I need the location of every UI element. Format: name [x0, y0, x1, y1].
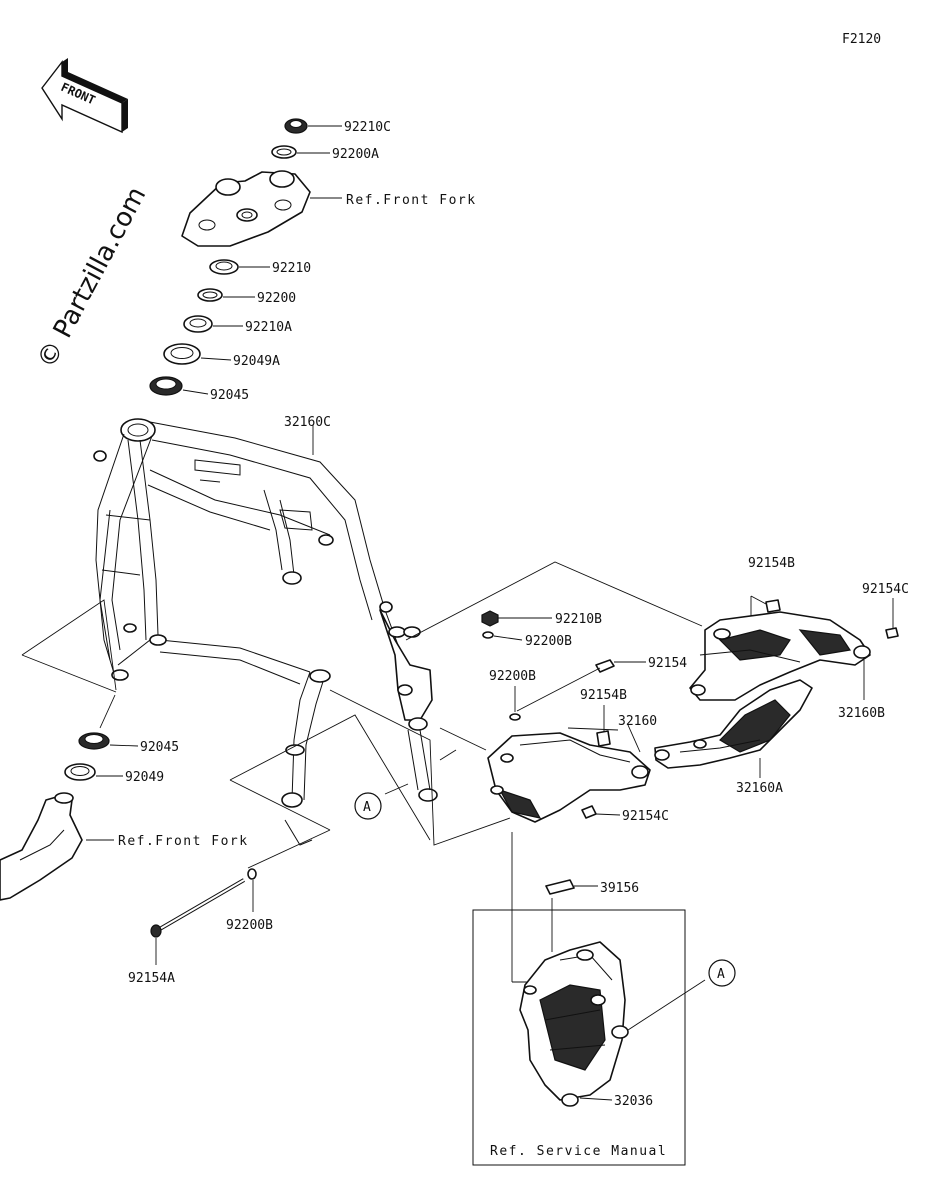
- middle-fasteners: [481, 610, 646, 819]
- callout-92154C-right: 92154C: [862, 582, 909, 597]
- callout-ref-service-manual: Ref. Service Manual: [490, 1144, 667, 1159]
- callout-92200B-a: 92200B: [525, 634, 572, 649]
- callout-92049A: 92049A: [233, 354, 280, 369]
- diagram-code: F2120: [842, 32, 881, 47]
- callout-32160C: 32160C: [284, 415, 331, 430]
- callout-labels: 92210C 92200A Ref.Front Fork 92210 92200…: [118, 120, 909, 1159]
- watermark: © Partzilla.com: [32, 182, 153, 373]
- callout-92154B-mid: 92154B: [580, 688, 627, 703]
- callout-ref-front-fork-low: Ref.Front Fork: [118, 834, 249, 849]
- callout-32036: 32036: [614, 1094, 653, 1109]
- callout-92200B-b: 92200B: [489, 669, 536, 684]
- callout-92045-low: 92045: [140, 740, 179, 755]
- callout-92154: 92154: [648, 656, 687, 671]
- marker-a-right-label: A: [717, 967, 725, 982]
- leader-lines: [21, 425, 703, 869]
- callout-92210: 92210: [272, 261, 311, 276]
- callout-39156: 39156: [600, 881, 639, 896]
- callout-92200: 92200: [257, 291, 296, 306]
- lower-fork-clamp: [0, 792, 114, 901]
- bracket-32160A: [654, 679, 813, 778]
- callout-92200A: 92200A: [332, 147, 379, 162]
- marker-a-right: A: [708, 959, 736, 987]
- callout-ref-front-fork-top: Ref.Front Fork: [346, 193, 477, 208]
- steering-stack: [149, 118, 342, 396]
- callout-92045-top: 92045: [210, 388, 249, 403]
- callout-92154C-mid: 92154C: [622, 809, 669, 824]
- callout-92210B: 92210B: [555, 612, 602, 627]
- lower-bearing-group: [64, 732, 139, 781]
- callout-92200B-c: 92200B: [226, 918, 273, 933]
- callout-92210C: 92210C: [344, 120, 391, 135]
- engine-bracket-32036: [472, 832, 706, 1166]
- marker-a-left-label: A: [363, 800, 371, 815]
- callout-92210A: 92210A: [245, 320, 292, 335]
- front-arrow-icon: FRONT: [41, 58, 128, 134]
- callout-92154A: 92154A: [128, 971, 175, 986]
- long-bolt-92154A: [150, 868, 257, 965]
- callout-92154B-right: 92154B: [748, 556, 795, 571]
- bracket-32160B: [689, 595, 899, 701]
- callout-32160A: 32160A: [736, 781, 783, 796]
- callout-32160B: 32160B: [838, 706, 885, 721]
- main-frame: [93, 418, 438, 846]
- callout-32160: 32160: [618, 714, 657, 729]
- callout-92049: 92049: [125, 770, 164, 785]
- marker-a-left: A: [354, 792, 382, 820]
- bracket-32160: [487, 724, 651, 823]
